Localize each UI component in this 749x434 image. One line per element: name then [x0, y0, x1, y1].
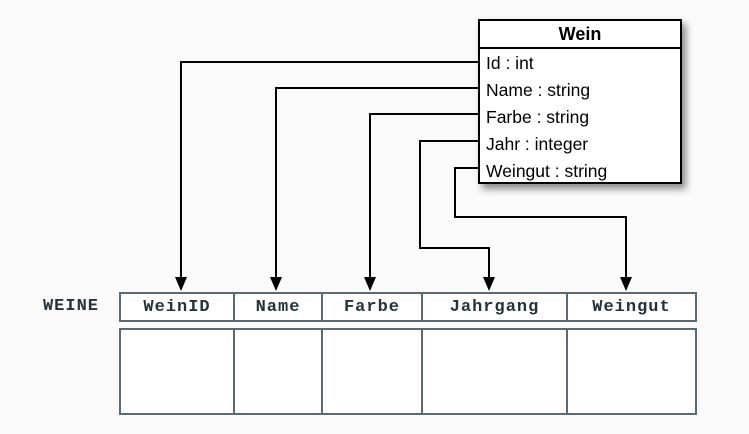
column-header-farbe: Farbe	[323, 294, 423, 320]
table-empty-cell	[235, 330, 323, 413]
column-header-weinid: WeinID	[121, 294, 235, 320]
table-body-row	[119, 328, 697, 415]
table-empty-cell	[121, 330, 235, 413]
class-attribute-id: Id : int	[486, 53, 534, 73]
table-empty-cell	[323, 330, 423, 413]
class-attribute-farbe: Farbe : string	[486, 107, 590, 127]
table-empty-cell	[568, 330, 695, 413]
arrow-name-to-name	[270, 87, 478, 291]
column-header-weingut: Weingut	[592, 297, 671, 317]
class-title: Wein	[480, 21, 680, 49]
arrow-farbe-to-farbe	[364, 113, 478, 291]
table-name-label: WEINE	[42, 297, 99, 316]
column-header-name: Name	[235, 294, 323, 320]
class-attribute-weingut: Weingut : string	[486, 161, 608, 181]
arrow-weingut-to-weingut	[454, 167, 632, 291]
column-header-jahrgang: Jahrgang	[423, 294, 568, 320]
class-attribute-name: Name : string	[486, 80, 591, 100]
table-empty-cell	[423, 330, 568, 413]
class-attribute-list: Id : int Name : string Farbe : string Ja…	[480, 49, 680, 185]
table-header-row: WeinID Name Farbe Jahrgang Weingut	[119, 292, 697, 322]
uml-class-box: Wein Id : int Name : string Farbe : stri…	[478, 19, 682, 184]
arrow-id-to-weinid	[175, 61, 478, 291]
class-attribute-jahr: Jahr : integer	[486, 134, 589, 154]
